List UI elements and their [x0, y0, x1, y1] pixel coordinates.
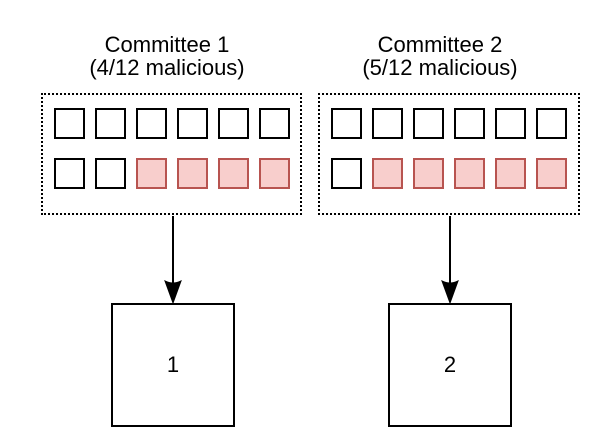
shard-1-label: 1	[166, 352, 180, 377]
shard-box-2: 2	[388, 303, 512, 427]
committee-2-title-line2: (5/12 malicious)	[362, 55, 518, 80]
member-square-malicious	[217, 158, 249, 189]
member-square-honest	[94, 108, 126, 139]
committee-2-row-1	[331, 108, 567, 139]
committee-2-row-2	[331, 158, 567, 189]
committee-2-title: Committee 2 (5/12 malicious)	[310, 33, 570, 79]
member-square-malicious	[495, 158, 526, 189]
shard-box-1: 1	[111, 303, 235, 427]
member-square-malicious	[258, 158, 290, 189]
committee-1-title-line1: Committee 1	[104, 32, 230, 57]
member-square-honest	[217, 108, 249, 139]
committee-2-title-line1: Committee 2	[377, 32, 503, 57]
member-square-honest	[331, 108, 362, 139]
committee-1-title: Committee 1 (4/12 malicious)	[37, 33, 297, 79]
arrow-committee-1-to-shard-1	[164, 216, 182, 305]
member-square-malicious	[413, 158, 444, 189]
member-square-honest	[94, 158, 126, 189]
committee-1-row-1	[53, 108, 290, 139]
committee-1-row-2	[53, 158, 290, 189]
arrow-committee-2-to-shard-2	[441, 216, 459, 305]
member-square-honest	[495, 108, 526, 139]
member-square-honest	[413, 108, 444, 139]
member-square-malicious	[135, 158, 167, 189]
member-square-honest	[258, 108, 290, 139]
committee-1-title-line2: (4/12 malicious)	[89, 55, 245, 80]
member-square-malicious	[454, 158, 485, 189]
member-square-honest	[135, 108, 167, 139]
member-square-honest	[372, 108, 403, 139]
member-square-malicious	[372, 158, 403, 189]
member-square-honest	[536, 108, 567, 139]
member-square-honest	[53, 108, 85, 139]
member-square-honest	[454, 108, 485, 139]
committee-1-members-box	[41, 93, 302, 215]
member-square-honest	[53, 158, 85, 189]
committee-2-members-box	[318, 93, 580, 215]
member-square-honest	[331, 158, 362, 189]
member-square-malicious	[176, 158, 208, 189]
member-square-honest	[176, 108, 208, 139]
member-square-malicious	[536, 158, 567, 189]
shard-2-label: 2	[443, 352, 457, 377]
